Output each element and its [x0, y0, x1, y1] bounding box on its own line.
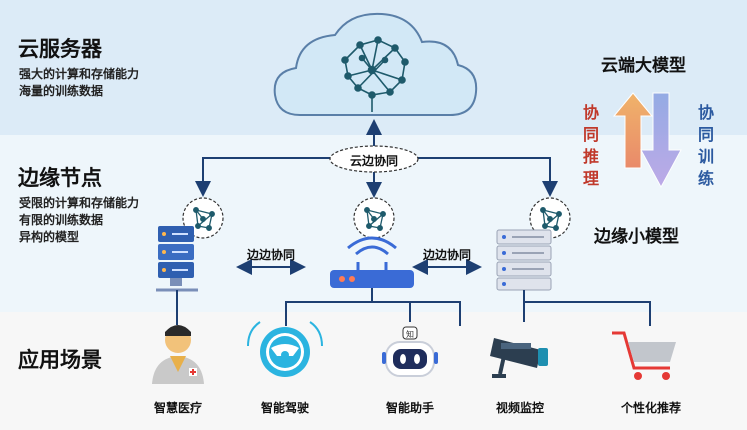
- edge-desc-line-2: 有限的训练数据: [19, 213, 104, 227]
- doctor-icon: [152, 325, 204, 384]
- cctv-camera-icon: [490, 338, 548, 378]
- app-label-smart-medical: 智慧医疗: [153, 401, 202, 415]
- left-server-icon: [156, 226, 198, 292]
- edge-edge-collab-label-left: 边边协同: [246, 248, 295, 262]
- router-icon: [330, 236, 414, 288]
- cloud-large-model-label: 云端大模型: [601, 56, 686, 76]
- edge-small-model-label: 边缘小模型: [594, 227, 679, 247]
- edge-app-connectors: [176, 288, 651, 326]
- robot-badge-text: 知: [406, 329, 414, 339]
- edge-node-title: 边缘节点: [18, 166, 102, 190]
- collaborative-training-arrow: [640, 92, 682, 189]
- cloud-icon: [273, 12, 478, 116]
- app-label-smart-driving: 智能驾驶: [260, 401, 309, 415]
- cloud-desc-line-1: 强大的计算和存储能力: [19, 67, 140, 81]
- cloud-desc-line-2: 海量的训练数据: [19, 84, 104, 98]
- app-label-smart-assistant: 智能助手: [385, 401, 434, 415]
- edge-network-icon-center: [353, 197, 395, 239]
- cloud-edge-collab-label: 云边协同: [349, 154, 398, 168]
- collaborative-inference-arrow: [612, 92, 654, 169]
- edge-network-icon-right: [529, 197, 571, 239]
- edge-desc-line-1: 受限的计算和存储能力: [19, 196, 140, 210]
- cloud-edge-connectors: [195, 119, 558, 198]
- edge-desc: 受限的计算和存储能力 有限的训练数据 异构的模型: [19, 195, 139, 246]
- app-label-video-surveillance: 视频监控: [495, 401, 544, 415]
- right-server-rack-icon: [496, 229, 552, 291]
- brain-network-icon: [341, 36, 409, 112]
- cloud-server-title: 云服务器: [18, 37, 102, 61]
- collaborative-training-label: 协同训练: [697, 103, 714, 188]
- shopping-cart-icon: [612, 331, 676, 380]
- robot-icon: 知: [382, 326, 438, 377]
- cloud-edge-label-oval: [329, 145, 419, 173]
- app-label-personalized-recommendation: 个性化推荐: [620, 401, 681, 415]
- edge-edge-collab-label-right: 边边协同: [422, 248, 471, 262]
- cloud-desc: 强大的计算和存储能力 海量的训练数据: [19, 66, 139, 100]
- edge-desc-line-3: 异构的模型: [19, 230, 80, 244]
- steering-wheel-icon: [247, 321, 323, 377]
- collaborative-inference-label: 协同推理: [582, 103, 599, 188]
- application-scene-title: 应用场景: [18, 348, 102, 372]
